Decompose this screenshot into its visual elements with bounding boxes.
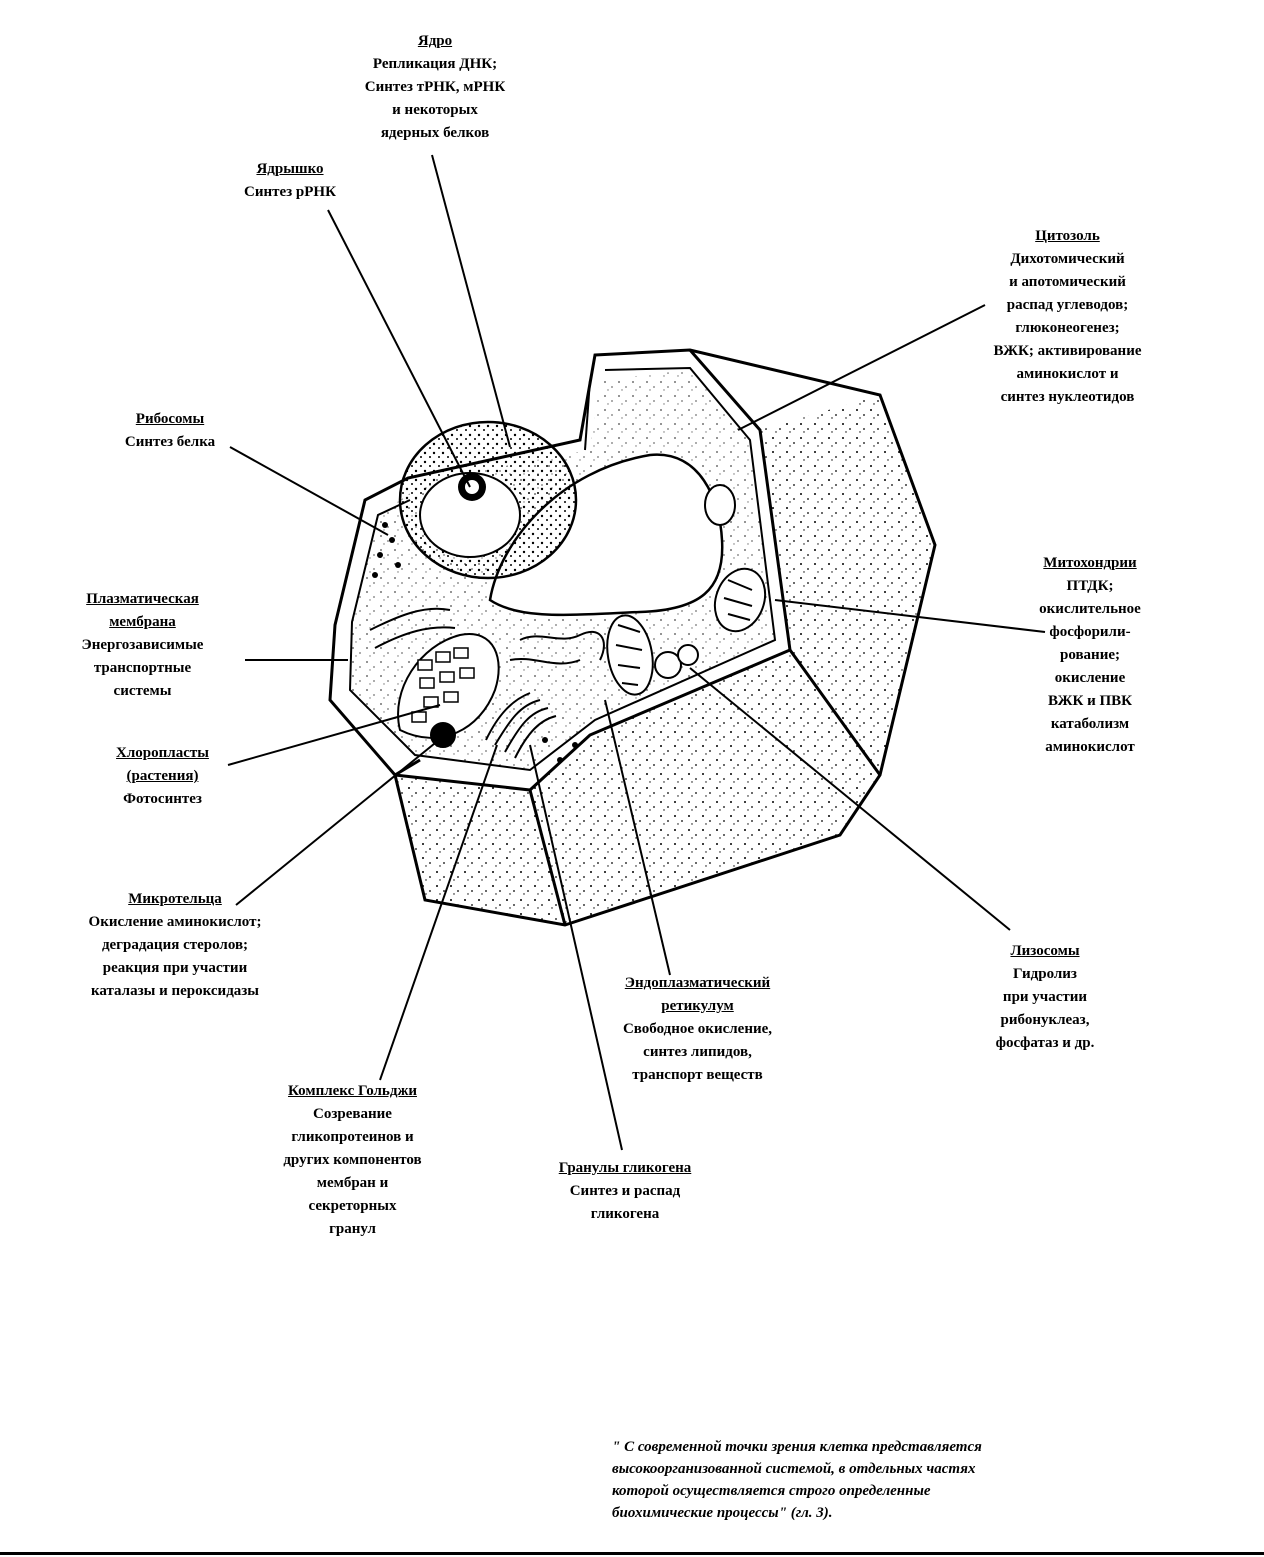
mitochondria-line: фосфорили- [1049, 624, 1131, 640]
quote-line: высокоорганизованной системой, в отдельн… [612, 1461, 976, 1477]
golgi-line: гранул [329, 1221, 376, 1237]
ribosomes-line: Синтез белка [124, 434, 216, 450]
microbodies-line: деградация стеролов; [101, 937, 249, 953]
nucleus-line: Синтез тРНК, мРНК [364, 79, 506, 95]
cytosol-line: ВЖК; активирование [993, 343, 1142, 359]
lysosome-shape [654, 644, 699, 679]
lysosomes-line: фосфатаз и др. [995, 1035, 1095, 1051]
golgi-line: Созревание [313, 1106, 392, 1122]
nucleus-line: Репликация ДНК; [372, 56, 498, 72]
microbodies-line: каталазы и пероксидазы [90, 983, 260, 999]
quote-line: " С современной точки зрения клетка пред… [612, 1439, 982, 1455]
mitochondria-line: окислительное [1039, 601, 1141, 617]
quote-line: биохимические процессы" (гл. 3). [612, 1505, 833, 1521]
er-line: Свободное окисление, [622, 1021, 773, 1037]
nucleolus-line: Синтез рРНК [244, 184, 336, 200]
plasma-membrane-title: мембрана [109, 614, 176, 630]
golgi-shape [485, 692, 557, 759]
bottom-rule [0, 1552, 1264, 1555]
cytosol-line: и апотомический [1009, 274, 1126, 290]
chloroplasts-title: (растения) [126, 768, 199, 784]
er-line: транспорт веществ [632, 1067, 763, 1083]
mitochondria-line: ПТДК; [1066, 578, 1114, 594]
nucleus-line: ядерных белков [380, 125, 490, 141]
label-chloroplasts: Хлоропласты (растения) Фотосинтез [90, 742, 235, 811]
cytosol-line: глюконеогенез; [1015, 320, 1120, 336]
plasma-membrane-line: системы [113, 683, 172, 699]
mitochondria-title: Митохондрии [1043, 555, 1137, 571]
er-shape [369, 607, 605, 665]
chloroplast-shape [397, 633, 500, 739]
cytosol-line: Дихотомический [1010, 251, 1125, 267]
plasma-membrane-line: транспортные [93, 660, 192, 676]
label-ribosomes: Рибосомы Синтез белка [95, 408, 245, 454]
lysosomes-line: Гидролиз [1013, 966, 1077, 982]
mitochondria-line: ВЖК и ПВК [1047, 693, 1133, 709]
glycogen-title: Гранулы гликогена [558, 1160, 692, 1176]
label-golgi: Комплекс Гольджи Созревание гликопротеин… [255, 1080, 450, 1241]
nucleus-line: и некоторых [392, 102, 478, 118]
label-mitochondria: Митохондрии ПТДК; окислительное фосфорил… [1015, 552, 1165, 759]
er-title: Эндоплазматический [624, 975, 771, 991]
label-nucleus: Ядро Репликация ДНК; Синтез тРНК, мРНК и… [330, 30, 540, 145]
nucleus-title: Ядро [417, 33, 453, 49]
label-lysosomes: Лизосомы Гидролиз при участии рибонуклеа… [965, 940, 1125, 1055]
mitochondria-shape [606, 484, 767, 696]
mitochondria-line: катаболизм [1050, 716, 1130, 732]
label-er: Эндоплазматический ретикулум Свободное о… [590, 972, 805, 1087]
plasma-membrane-title: Плазматическая [86, 591, 199, 607]
cytosol-line: синтез нуклеотидов [1000, 389, 1135, 405]
microbodies-title: Микротельца [128, 891, 222, 907]
microbodies-line: реакция при участии [102, 960, 248, 976]
label-cytosol: Цитозоль Дихотомический и апотомический … [960, 225, 1175, 409]
label-plasma-membrane: Плазматическая мембрана Энергозависимые … [55, 588, 230, 703]
lysosomes-line: рибонуклеаз, [1000, 1012, 1090, 1028]
golgi-line: мембран и [316, 1175, 389, 1191]
mitochondria-line: рование; [1059, 647, 1120, 663]
er-title: ретикулум [661, 998, 734, 1014]
nucleus-shape [398, 420, 578, 580]
glycogen-line: гликогена [590, 1206, 660, 1222]
mitochondria-line: аминокислот [1045, 739, 1135, 755]
plasma-membrane-line: Энергозависимые [81, 637, 204, 653]
microbodies-line: Окисление аминокислот; [88, 914, 262, 930]
chloroplasts-title: Хлоропласты [116, 745, 209, 761]
golgi-line: гликопротеинов и [291, 1129, 414, 1145]
nucleolus-title: Ядрышко [256, 161, 324, 177]
label-nucleolus: Ядрышко Синтез рРНК [215, 158, 365, 204]
golgi-line: других компонентов [283, 1152, 422, 1168]
lysosomes-line: при участии [1002, 989, 1088, 1005]
cytosol-line: аминокислот и [1016, 366, 1119, 382]
cytosol-line: распад углеводов; [1006, 297, 1129, 313]
lysosomes-title: Лизосомы [1010, 943, 1080, 959]
golgi-line: секреторных [308, 1198, 397, 1214]
ribosomes-shape [372, 522, 578, 763]
mitochondria-line: окисление [1054, 670, 1126, 686]
leader-lines [227, 154, 1046, 1151]
glycogen-line: Синтез и распад [569, 1183, 681, 1199]
chloroplasts-line: Фотосинтез [123, 791, 202, 807]
quote-line: которой осуществляется строго определенн… [612, 1483, 931, 1499]
ribosomes-title: Рибосомы [135, 411, 205, 427]
golgi-title: Комплекс Гольджи [288, 1083, 417, 1099]
label-microbodies: Микротельца Окисление аминокислот; дегра… [55, 888, 295, 1003]
label-glycogen: Гранулы гликогена Синтез и распад гликог… [530, 1157, 720, 1226]
cell-wall-texture [395, 395, 935, 925]
quote: " С современной точки зрения клетка пред… [612, 1436, 1132, 1524]
er-line: синтез липидов, [643, 1044, 752, 1060]
cytosol-title: Цитозоль [1035, 228, 1100, 244]
